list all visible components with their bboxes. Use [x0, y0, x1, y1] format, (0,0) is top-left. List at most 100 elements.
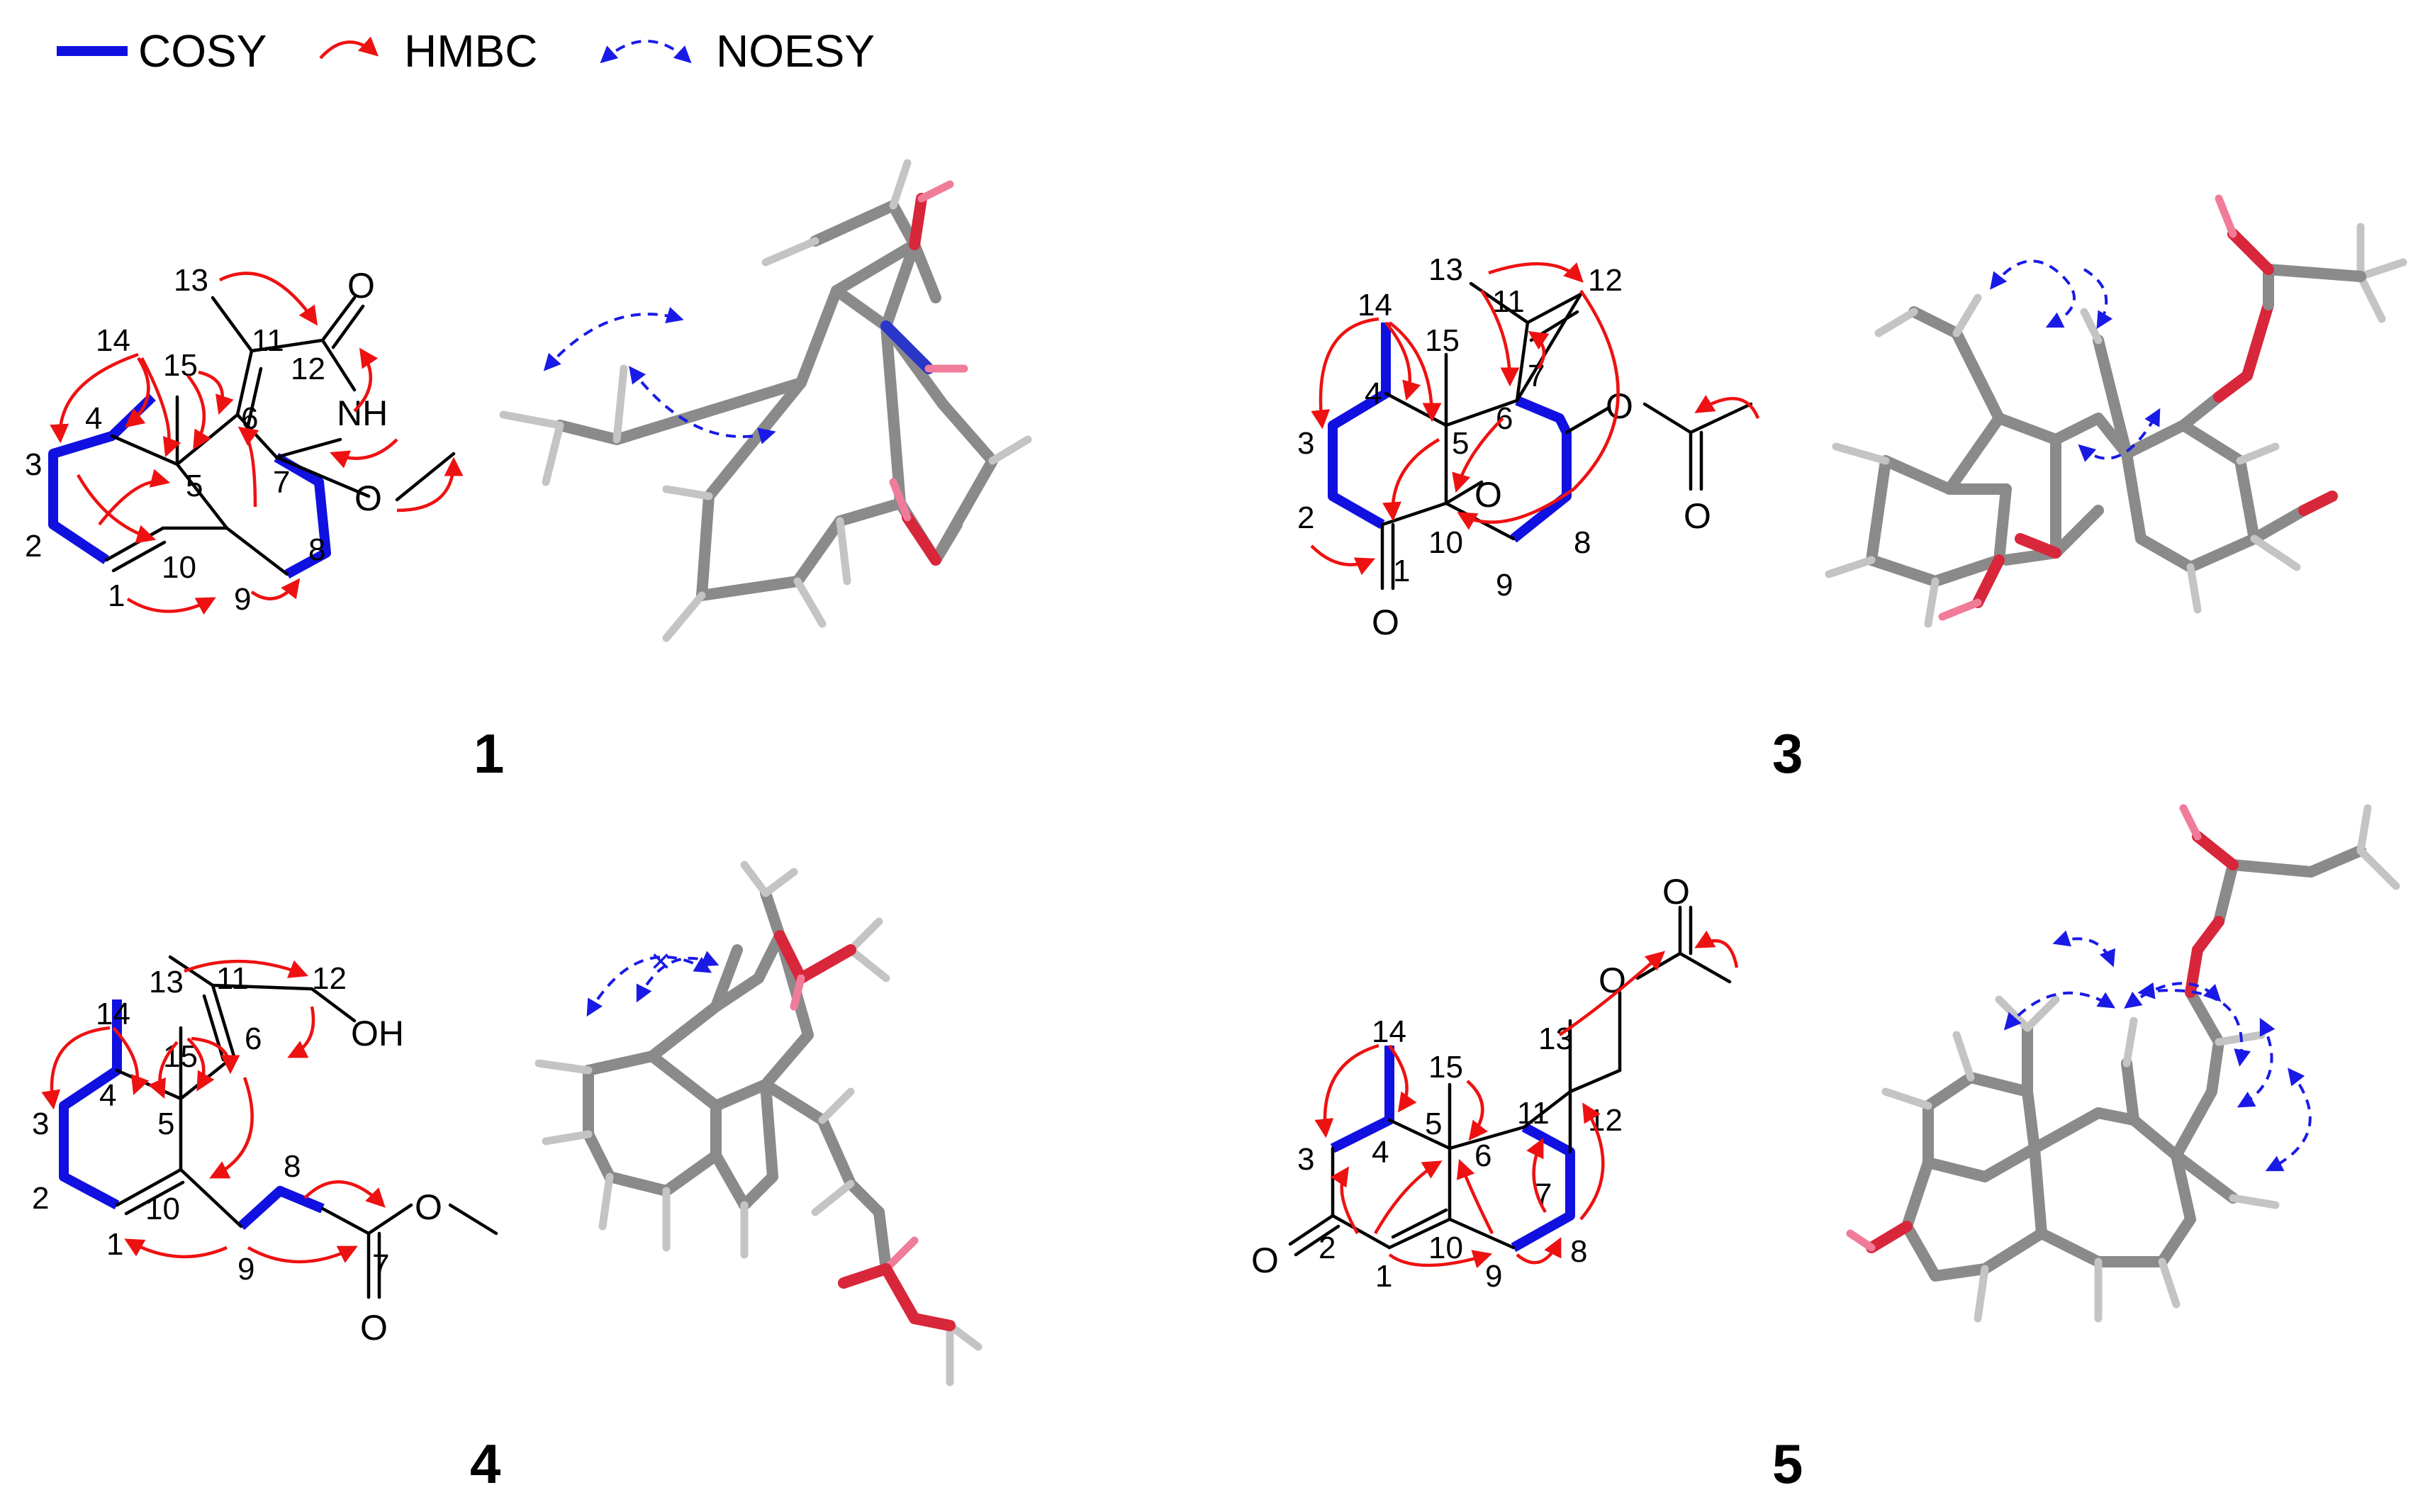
- cosy-bonds: [1511, 1122, 1575, 1253]
- compound-4-structure: OH O O 1 2 3 4 5 6 7 8 9 10 11 12 13 14 …: [32, 955, 500, 1495]
- svg-text:2: 2: [1319, 1231, 1336, 1265]
- atom-numbering: 1 2 3 4 5 6 7 8 9 10 11 12 13 14 15: [1297, 252, 1623, 603]
- svg-text:10: 10: [1428, 1231, 1463, 1265]
- svg-text:4: 4: [85, 401, 102, 436]
- cosy-bonds: [48, 393, 156, 564]
- svg-text:14: 14: [96, 997, 130, 1031]
- compound-5-3d-model: [1846, 804, 2400, 1323]
- heteroatom-sticks: [1938, 194, 2366, 621]
- atom-OH: OH: [351, 1014, 404, 1053]
- svg-text:4: 4: [1365, 376, 1382, 411]
- compound-3-3d-model: [1825, 194, 2407, 628]
- hmbc-legend-arrow: [319, 36, 379, 60]
- svg-text:2: 2: [1297, 500, 1314, 535]
- svg-text:8: 8: [308, 532, 325, 567]
- svg-text:1: 1: [106, 1227, 123, 1262]
- compound-number: 3: [1772, 722, 1803, 785]
- hmbc-correlations: [50, 271, 464, 615]
- svg-text:13: 13: [1538, 1021, 1573, 1056]
- svg-text:14: 14: [1358, 288, 1392, 323]
- svg-text:1: 1: [108, 578, 125, 613]
- svg-text:14: 14: [1372, 1014, 1406, 1049]
- svg-text:8: 8: [1574, 525, 1591, 560]
- noesy-correlation: [2083, 268, 2113, 330]
- hmbc-legend-label: HMBC: [404, 26, 537, 77]
- svg-text:2: 2: [32, 1181, 49, 1216]
- svg-text:3: 3: [1297, 426, 1314, 461]
- compound-3-structure: O O O O 1 2 3 4 5 6 7 8 9 10 11 12 13 14…: [1297, 252, 1803, 785]
- svg-text:4: 4: [1372, 1135, 1389, 1170]
- svg-text:4: 4: [99, 1078, 116, 1113]
- svg-text:8: 8: [1570, 1234, 1587, 1269]
- noesy-correlation: [2124, 982, 2222, 1009]
- compound-5-structure: O O O 1 2 3 4 5 6 7 8 9 10 11 12 13 14 1…: [1251, 872, 1803, 1495]
- svg-text:6: 6: [245, 1021, 262, 1056]
- atom-O: O: [360, 1308, 388, 1348]
- bond-skeleton: [1380, 281, 1753, 590]
- hydrogen-sticks: [1881, 804, 2400, 1323]
- svg-text:6: 6: [1496, 401, 1513, 436]
- stick-bonds: [554, 200, 998, 601]
- svg-text:9: 9: [237, 1252, 254, 1287]
- hmbc-correlations: [41, 959, 386, 1264]
- noesy-correlation: [629, 366, 776, 444]
- noesy-correlation: [2003, 991, 2116, 1031]
- legend: COSY HMBC NOESY: [57, 26, 875, 77]
- cosy-bonds: [1330, 1046, 1394, 1153]
- svg-text:13: 13: [1428, 252, 1463, 287]
- svg-text:7: 7: [273, 465, 290, 500]
- atom-O: O: [1474, 475, 1502, 515]
- svg-text:9: 9: [1496, 568, 1513, 603]
- svg-text:15: 15: [163, 348, 198, 383]
- svg-text:5: 5: [186, 469, 203, 503]
- atom-O: O: [1662, 872, 1690, 912]
- svg-text:11: 11: [252, 323, 284, 358]
- svg-text:11: 11: [1517, 1096, 1550, 1131]
- svg-text:1: 1: [1393, 554, 1410, 588]
- svg-text:5: 5: [1425, 1107, 1442, 1141]
- atom-O: O: [347, 266, 375, 306]
- svg-text:3: 3: [32, 1107, 49, 1141]
- atom-numbering: 1 2 3 4 5 6 7 8 9 10 11 12 13 14 15: [1297, 1014, 1623, 1294]
- noesy-correlation: [2265, 1068, 2312, 1172]
- noesy-legend-arrow: [600, 40, 692, 64]
- noesy-correlation: [636, 951, 720, 1003]
- svg-text:9: 9: [1485, 1259, 1502, 1294]
- svg-text:11: 11: [216, 961, 249, 996]
- compound-number: 1: [474, 722, 504, 785]
- svg-text:7: 7: [372, 1248, 389, 1283]
- heteroatom-sticks: [880, 180, 968, 566]
- noesy-correlation: [543, 306, 684, 371]
- svg-text:3: 3: [25, 447, 42, 482]
- heteroatom-sticks: [774, 930, 956, 1331]
- svg-text:3: 3: [1297, 1142, 1314, 1177]
- noesy-correlation: [2137, 982, 2251, 1067]
- atom-O: O: [1599, 961, 1626, 1000]
- svg-text:12: 12: [291, 352, 325, 386]
- svg-text:13: 13: [174, 263, 208, 298]
- noesy-legend-label: NOESY: [716, 26, 875, 77]
- cosy-bonds: [59, 999, 122, 1210]
- noesy-correlation: [586, 956, 712, 1017]
- compound-number: 4: [470, 1433, 500, 1495]
- cosy-legend-label: COSY: [138, 26, 267, 77]
- atom-O: O: [1684, 496, 1711, 536]
- svg-text:10: 10: [162, 550, 196, 585]
- atom-numbering: 1 2 3 4 5 6 7 8 9 10 11 12 13 14 15: [25, 263, 325, 617]
- svg-text:14: 14: [96, 323, 130, 358]
- svg-text:1: 1: [1375, 1259, 1392, 1294]
- noesy-correlation: [2078, 408, 2161, 462]
- compound-1-structure: O NH O 1 2 3 4 5 6 7 8 9 10 11 12 13 14 …: [25, 263, 504, 785]
- noesy-not-observed-mark: ×: [651, 943, 671, 980]
- atom-numbering: 1 2 3 4 5 6 7 8 9 10 11 12 13 14 15: [32, 961, 389, 1287]
- compound-number: 5: [1772, 1433, 1803, 1495]
- hydrogen-sticks: [534, 861, 983, 1387]
- svg-text:5: 5: [157, 1107, 174, 1141]
- atom-O: O: [1372, 603, 1399, 642]
- hmbc-correlations: [1310, 262, 1760, 576]
- svg-text:10: 10: [1428, 525, 1463, 560]
- atom-O: O: [354, 478, 382, 518]
- svg-text:15: 15: [1425, 323, 1460, 358]
- stick-bonds: [583, 887, 892, 1275]
- atom-O: O: [415, 1187, 442, 1227]
